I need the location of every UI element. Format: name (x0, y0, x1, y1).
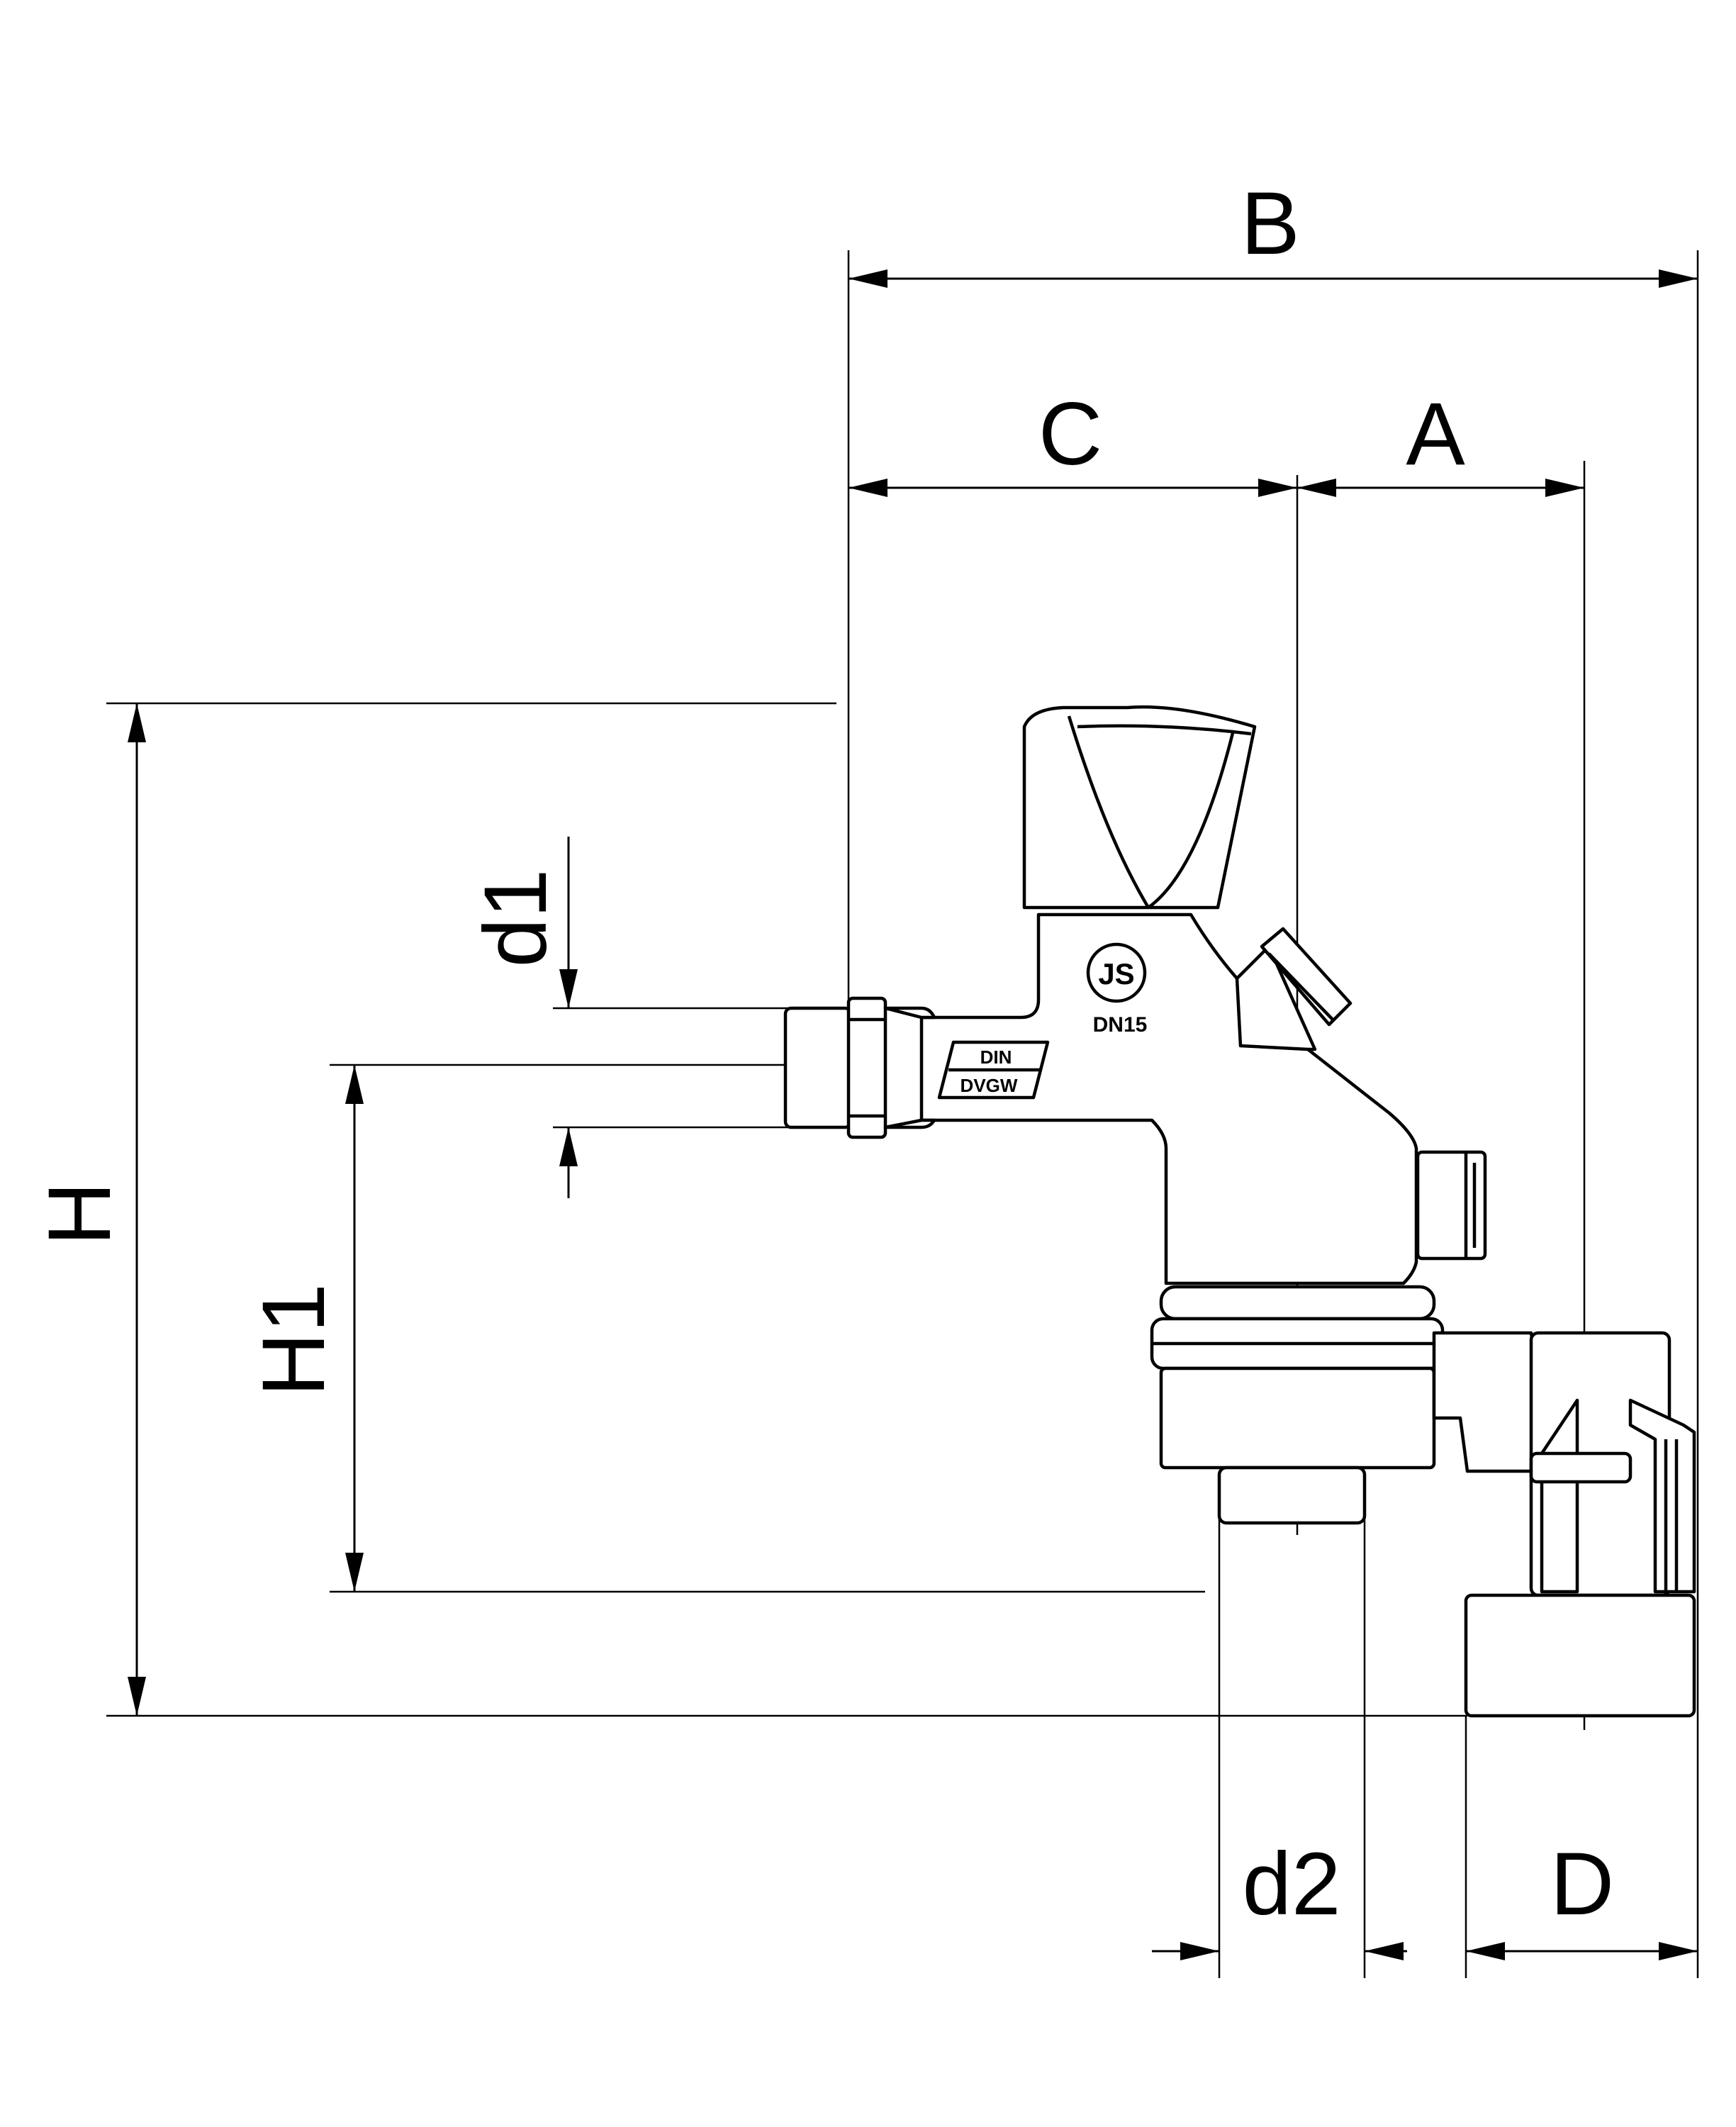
dimension-label-h: H (30, 1182, 129, 1246)
dimension-label-h1: H1 (245, 1283, 343, 1397)
dimension-label-b: B (1241, 174, 1299, 273)
side-fitting (1432, 1331, 1547, 1473)
clamp-teeth (1628, 1398, 1696, 1594)
test-port-cap (1260, 927, 1353, 1027)
standard-text-dvgw: DVGW (961, 1075, 1018, 1096)
dimension-h: H (30, 703, 146, 1716)
side-plug (1416, 1150, 1487, 1261)
union-nut (1464, 1593, 1696, 1718)
manufacturer-logo: JS (1086, 942, 1147, 1003)
dimension-label-a: A (1406, 385, 1465, 484)
dimension-label-d2: d2 (1242, 1835, 1340, 1933)
inlet-spigot (1217, 1466, 1367, 1525)
collar-upper (1159, 1285, 1436, 1321)
handwheel-cap (1022, 705, 1257, 910)
standard-text-din: DIN (980, 1046, 1012, 1068)
dimension-label-d1: d1 (466, 869, 565, 967)
clamp-insert (1529, 1451, 1633, 1484)
dimension-d1: d1 (466, 837, 578, 1198)
valve-housing (919, 912, 1418, 1285)
clamp-jaws (1540, 1398, 1579, 1594)
valve-body: DIN DVGW JS DN15 (783, 705, 1696, 1718)
nominal-size-text: DN15 (1093, 1013, 1148, 1037)
outlet-nut (846, 996, 887, 1139)
dimension-a: A (1297, 385, 1584, 497)
outlet-nozzle (783, 1006, 853, 1129)
dimension-b: B (849, 174, 1698, 288)
dimension-label-c: C (1038, 385, 1102, 484)
extension-lines (106, 250, 1699, 1978)
dimension-h1: H1 (245, 1065, 364, 1592)
dimension-d2: d2 (1152, 1835, 1407, 1960)
dimension-d: D (1466, 1835, 1698, 1960)
test-port (1235, 944, 1317, 1051)
dimension-label-d: D (1550, 1835, 1614, 1933)
dimension-c: C (849, 385, 1297, 497)
logo-text: JS (1098, 957, 1134, 990)
lower-body (1159, 1366, 1436, 1470)
